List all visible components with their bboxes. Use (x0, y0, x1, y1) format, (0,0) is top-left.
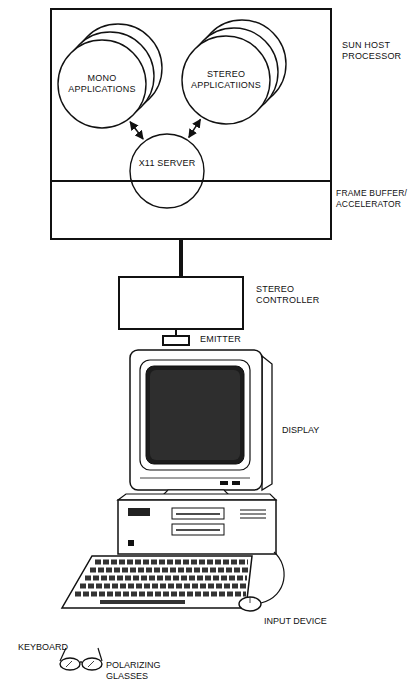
region-label: SUN HOST PROCESSOR (342, 40, 416, 62)
region-label: EMITTER (200, 334, 241, 345)
region-label: STEREO CONTROLLER (256, 284, 328, 306)
keyboard-label: KEYBOARD (18, 642, 68, 653)
host-processor-box: SUN HOST PROCESSORMONO APPLICATIONSSTERE… (50, 8, 332, 180)
application-circles: MONO APPLICATIONS (56, 20, 168, 132)
circle-label: STEREO APPLICATIIONS (185, 69, 267, 91)
circle-label: X11 SERVER (133, 158, 201, 169)
emitter-box: EMITTER (162, 335, 190, 346)
application-circles: STEREO APPLICATIIONS (180, 16, 292, 128)
circle-label: MONO APPLICATIONS (61, 73, 143, 95)
connector-arrow (130, 122, 143, 139)
input-device-label: INPUT DEVICE (264, 616, 327, 627)
connector-arrow (189, 119, 201, 137)
frame-buffer-band: FRAME BUFFER/ ACCELERATOR (50, 180, 332, 240)
display-label: DISPLAY (282, 425, 319, 436)
controller-box: STEREO CONTROLLER (118, 276, 244, 330)
connector-line (179, 240, 183, 276)
server-circle: X11 SERVER (129, 133, 205, 209)
region-label: FRAME BUFFER/ ACCELERATOR (336, 188, 414, 210)
circle-outline (129, 133, 205, 209)
glasses-label: POLARIZING GLASSES (106, 660, 176, 682)
